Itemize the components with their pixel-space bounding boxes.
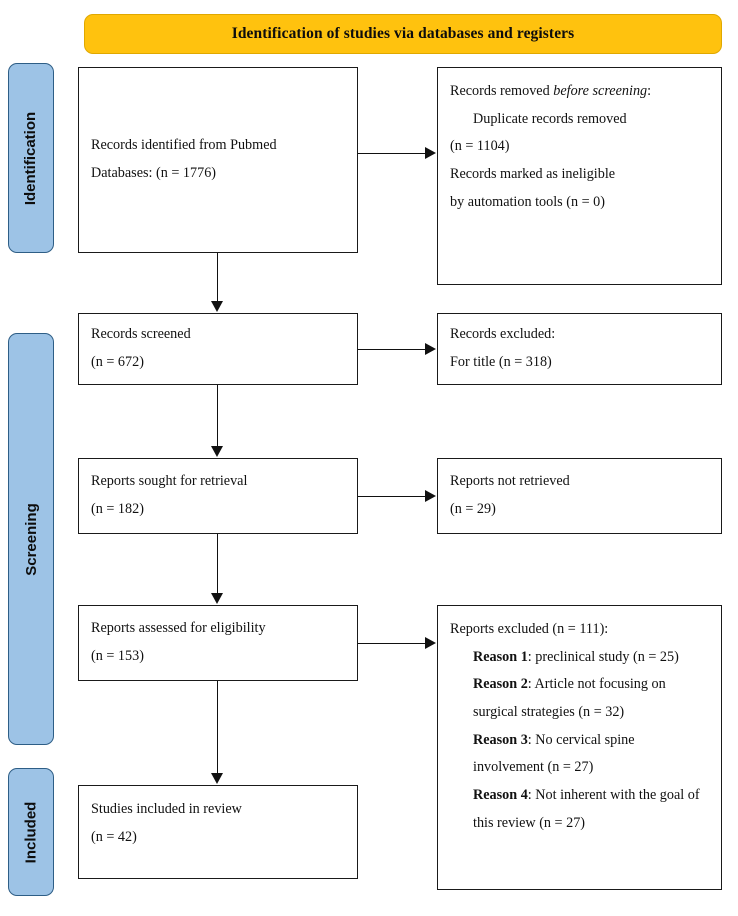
connector-assessed-to-excluded-reasons [358,643,426,644]
reports-excluded-reason-2: Reason 2: Article not focusing on surgic… [450,671,709,726]
box-reports-sought: Reports sought for retrieval (n = 182) [78,458,358,534]
box-records-screened: Records screened (n = 672) [78,313,358,385]
box-reports-not-retrieved: Reports not retrieved (n = 29) [437,458,722,534]
reason-2-label: Reason 2 [473,676,528,693]
arrow-right-icon [425,147,436,159]
reports-excluded-reason-3: Reason 3: No cervical spine involvement … [450,727,709,782]
arrow-down-icon [211,773,223,784]
arrow-down-icon [211,446,223,457]
connector-sought-to-not-retrieved [358,496,426,497]
reason-2-text: : Article not focusing on surgical strat… [473,676,666,721]
records-removed-line2: (n = 1104) [450,138,510,155]
stage-label-identification: Identification [8,63,54,253]
arrow-right-icon [425,490,436,502]
records-identified-line1: Records identified from Pubmed [91,137,277,154]
box-records-excluded-title: Records excluded: For title (n = 318) [437,313,722,385]
banner-title: Identification of studies via databases … [231,25,575,42]
studies-included-line1: Studies included in review [91,801,242,817]
connector-sought-to-assessed [217,534,218,594]
records-screened-line2: (n = 672) [91,354,144,370]
stage-label-screening-text: Screening [22,502,40,576]
records-removed-line1: Duplicate records removed [473,110,627,127]
reports-assessed-line1: Reports assessed for eligibility [91,620,266,637]
records-screened-line1: Records screened [91,326,191,343]
connector-identified-to-removed [358,153,426,154]
records-excluded-title-line1: Records excluded: [450,326,556,343]
box-reports-excluded-reasons: Reports excluded (n = 111): Reason 1: pr… [437,605,722,890]
connector-screened-to-sought [217,385,218,447]
reason-3-label: Reason 3 [473,731,528,748]
arrow-right-icon [425,637,436,649]
reports-excluded-reason-1: Reason 1: preclinical study (n = 25) [450,644,709,672]
reports-sought-line1: Reports sought for retrieval [91,473,248,490]
connector-screened-to-excluded-title [358,349,426,350]
records-removed-heading-plain: Records removed [450,83,554,99]
reports-assessed-line2: (n = 153) [91,648,144,664]
records-removed-heading-italic: before screening [553,83,648,99]
studies-included-line2: (n = 42) [91,828,137,845]
records-removed-line3: Records marked as ineligible [450,166,616,183]
records-removed-heading-tail: : [647,83,652,99]
stage-label-included: Included [8,768,54,896]
reason-1-text: : preclinical study (n = 25) [527,648,679,665]
reports-not-retrieved-line2: (n = 29) [450,501,496,517]
connector-assessed-to-included [217,681,218,774]
reason-3-text: : No cervical spine involvement (n = 27) [473,731,635,776]
box-records-identified: Records identified from Pubmed Databases… [78,67,358,253]
stage-label-included-text: Included [22,801,40,863]
box-reports-assessed: Reports assessed for eligibility (n = 15… [78,605,358,681]
reason-1-label: Reason 1 [473,648,528,665]
box-studies-included: Studies included in review (n = 42) [78,785,358,879]
records-excluded-title-line2: For title (n = 318) [450,354,552,370]
reports-excluded-reason-4: Reason 4: Not inherent with the goal of … [450,782,709,837]
reports-sought-line2: (n = 182) [91,501,144,517]
connector-identified-to-screened [217,253,218,302]
diagram-header-banner: Identification of studies via databases … [84,14,722,54]
reports-excluded-heading: Reports excluded (n = 111): [450,621,609,637]
stage-label-screening: Screening [8,333,54,745]
arrow-down-icon [211,301,223,312]
arrow-down-icon [211,593,223,604]
arrow-right-icon [425,343,436,355]
records-identified-line2: Databases: (n = 1776) [91,165,217,181]
reason-4-text: : Not inherent with the goal of this rev… [473,787,700,831]
reason-4-label: Reason 4 [473,787,528,804]
box-records-removed: Records removed before screening: Duplic… [437,67,722,285]
records-removed-heading: Records removed before screening: [450,78,709,106]
records-removed-line4: by automation tools (n = 0) [450,193,605,210]
reports-not-retrieved-line1: Reports not retrieved [450,473,570,490]
stage-label-identification-text: Identification [22,111,40,205]
